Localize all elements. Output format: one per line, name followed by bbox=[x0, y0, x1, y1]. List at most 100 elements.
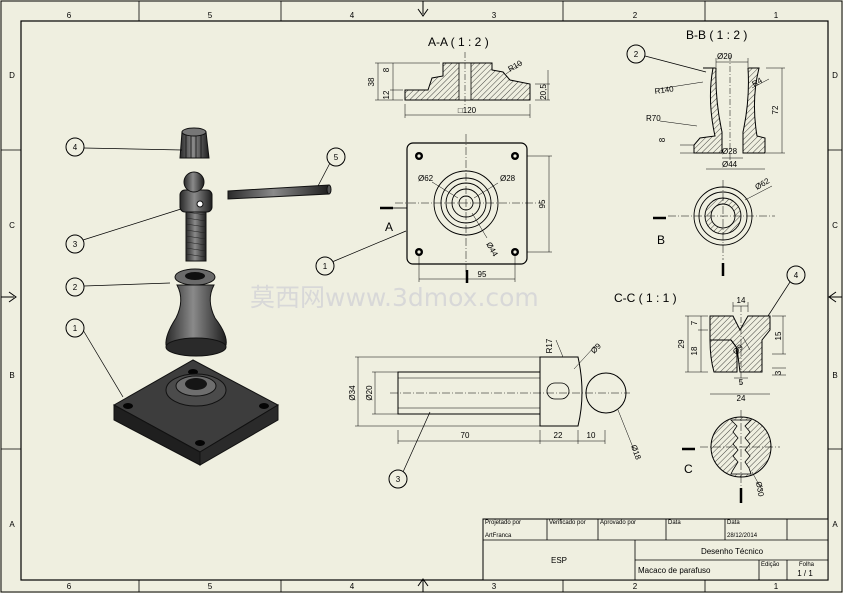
zone-col-label-bottom: 1 bbox=[774, 582, 779, 591]
dim-bb-44: Ø44 bbox=[722, 160, 738, 169]
balloon-1-plan-label: 1 bbox=[323, 262, 328, 271]
dim-bb-8: 8 bbox=[658, 137, 667, 142]
section-aa-view: A-A ( 1 : 2 ) 38 8 12 R10 20,5 □120 bbox=[367, 35, 550, 118]
section-bb-view: B-B ( 1 : 2 ) Ø20 R4 R140 R70 72 8 Ø28 Ø… bbox=[646, 28, 785, 276]
dim-screw-10: 10 bbox=[587, 431, 596, 440]
dim-aa-8: 8 bbox=[382, 67, 391, 72]
dim-aa-120: □120 bbox=[458, 106, 477, 115]
balloon-4-section-label: 4 bbox=[794, 271, 799, 280]
title-date-label-2: Data bbox=[727, 520, 740, 526]
title-block: Projetado por ArtFranca Verificado por A… bbox=[482, 518, 829, 581]
dim-screw-18: Ø18 bbox=[629, 444, 643, 462]
dim-cc-29: 29 bbox=[677, 339, 686, 348]
title-designer-label: Projetado por bbox=[485, 520, 521, 526]
dim-cc-18: 18 bbox=[690, 346, 699, 355]
zone-row-label-left: D bbox=[9, 71, 15, 80]
dim-aa-r10: R10 bbox=[507, 58, 525, 73]
title-sheet: 1 / 1 bbox=[797, 569, 813, 578]
dim-screw-20: Ø20 bbox=[365, 385, 374, 401]
zone-col-label-top: 1 bbox=[774, 11, 779, 20]
zone-col-label-top: 6 bbox=[67, 11, 72, 20]
zone-row-label-right: C bbox=[832, 221, 838, 230]
dim-screw-22: 22 bbox=[554, 431, 563, 440]
balloon-3-screw-label: 3 bbox=[396, 475, 401, 484]
title-date-label: Data bbox=[668, 520, 681, 526]
section-bb-title: B-B ( 1 : 2 ) bbox=[686, 28, 747, 42]
zone-col-label-top: 3 bbox=[492, 11, 497, 20]
balloon-5 bbox=[326, 147, 346, 167]
zone-col-label-bottom: 6 bbox=[67, 582, 72, 591]
zone-row-label-left: C bbox=[9, 221, 15, 230]
dim-bb-20: Ø20 bbox=[717, 52, 733, 61]
zone-col-label-top: 5 bbox=[208, 11, 213, 20]
dim-bb-62: Ø62 bbox=[754, 176, 772, 192]
exploded-isometric-view bbox=[112, 127, 332, 466]
dim-cc-3: 3 bbox=[774, 370, 783, 375]
dim-cc-14: 14 bbox=[737, 296, 746, 305]
title-date: 28/12/2014 bbox=[727, 533, 758, 539]
balloon-4-section bbox=[786, 265, 806, 285]
screw-view: R17 Ø9 Ø34 Ø20 70 22 10 Ø18 bbox=[348, 338, 643, 461]
title-part-name: Macaco de parafuso bbox=[638, 566, 711, 575]
zone-row-label-right: D bbox=[832, 71, 838, 80]
zone-col-label-bottom: 3 bbox=[492, 582, 497, 591]
zone-row-label-right: B bbox=[832, 371, 837, 380]
section-mark-b: B bbox=[657, 233, 665, 247]
dim-bb-r140: R140 bbox=[654, 84, 675, 96]
balloon-2 bbox=[65, 277, 85, 297]
dim-aa-20-5: 20,5 bbox=[539, 84, 548, 100]
title-designer: ArtFranca bbox=[485, 533, 512, 539]
dim-plan-44: Ø44 bbox=[484, 241, 500, 259]
section-mark-c: C bbox=[684, 462, 693, 476]
balloon-1-plan bbox=[315, 256, 335, 276]
title-approved-label: Aprovado por bbox=[600, 520, 636, 526]
section-cc-title: C-C ( 1 : 1 ) bbox=[614, 291, 677, 305]
zone-col-label-bottom: 4 bbox=[350, 582, 355, 591]
dim-bb-72: 72 bbox=[771, 105, 780, 114]
zone-col-label-bottom: 5 bbox=[208, 582, 213, 591]
dim-plan-28: Ø28 bbox=[500, 174, 516, 183]
balloon-5-label: 5 bbox=[334, 153, 339, 162]
dim-screw-r17: R17 bbox=[545, 338, 554, 353]
dim-screw-34: Ø34 bbox=[348, 385, 357, 401]
zone-row-label-left: B bbox=[9, 371, 14, 380]
balloon-3-screw bbox=[388, 469, 408, 489]
title-drawing-type: Desenho Técnico bbox=[701, 547, 764, 556]
title-checked-label: Verificado por bbox=[549, 520, 586, 526]
zone-col-label-top: 4 bbox=[350, 11, 355, 20]
section-cc-view: C-C ( 1 : 1 ) 14 7 18 29 15 Ø9 5 3 24 bbox=[614, 291, 786, 503]
dim-bb-r70: R70 bbox=[646, 114, 661, 123]
dim-aa-38: 38 bbox=[367, 77, 376, 86]
balloon-4 bbox=[65, 137, 85, 157]
dim-cc-24: 24 bbox=[737, 394, 746, 403]
dim-cc-5: 5 bbox=[739, 378, 744, 387]
dim-plan-95-v: 95 bbox=[538, 199, 547, 208]
title-sheet-label: Folha bbox=[799, 562, 815, 568]
dim-screw-9: Ø9 bbox=[589, 341, 603, 355]
plan-view-base: A Ø62 Ø28 Ø44 95 95 bbox=[380, 134, 552, 283]
zone-col-label-top: 2 bbox=[633, 11, 638, 20]
dim-screw-70: 70 bbox=[461, 431, 470, 440]
balloon-4-label: 4 bbox=[73, 143, 78, 152]
title-org: ESP bbox=[551, 556, 567, 565]
balloon-1 bbox=[65, 318, 85, 338]
zone-col-label-bottom: 2 bbox=[633, 582, 638, 591]
balloon-2-section-label: 2 bbox=[634, 50, 639, 59]
dim-cc-7: 7 bbox=[690, 320, 699, 325]
balloon-2-section bbox=[626, 44, 646, 64]
zone-row-label-right: A bbox=[832, 520, 838, 529]
title-edition-label: Edição bbox=[761, 562, 780, 568]
balloon-2-label: 2 bbox=[73, 283, 78, 292]
dim-cc-30: Ø30 bbox=[754, 481, 766, 498]
dim-plan-95-h: 95 bbox=[478, 270, 487, 279]
balloon-1-label: 1 bbox=[73, 324, 78, 333]
dim-aa-12: 12 bbox=[382, 90, 391, 99]
inner-frame bbox=[20, 20, 829, 581]
watermark: 莫西网www.3dmox.com bbox=[250, 283, 539, 312]
section-mark-a: A bbox=[385, 220, 393, 234]
balloon-3-label: 3 bbox=[73, 240, 78, 249]
dim-plan-62: Ø62 bbox=[418, 174, 434, 183]
